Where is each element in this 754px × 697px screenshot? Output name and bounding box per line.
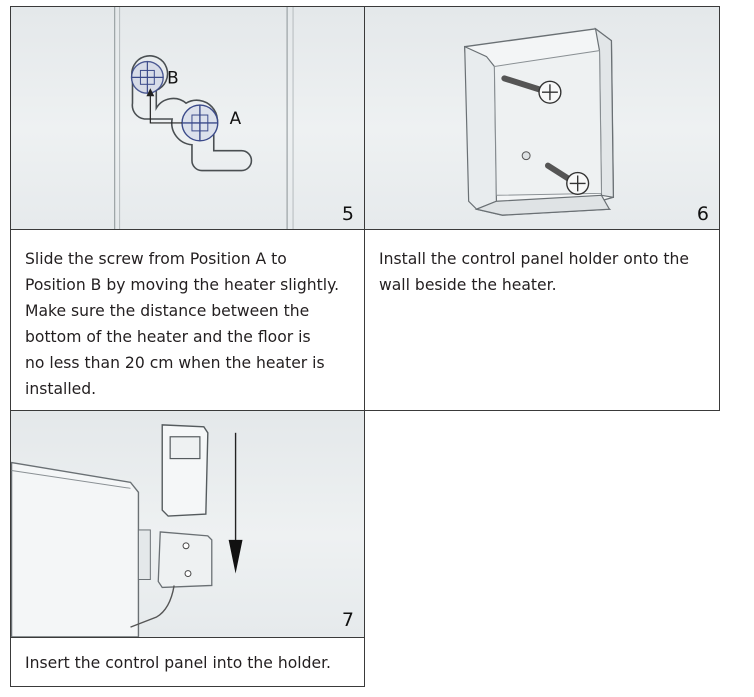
- step-number: 5: [341, 203, 354, 225]
- holder-on-wall-diagram: [463, 27, 615, 216]
- instruction-line: no less than 20 cm when the heater is: [25, 354, 325, 372]
- label-position-b: B: [167, 67, 179, 87]
- label-position-a: A: [230, 108, 242, 128]
- step-7-illustration: 7: [10, 410, 365, 638]
- instruction-line: Position B by moving the heater slightly…: [25, 276, 340, 294]
- instruction-line: installed.: [25, 380, 97, 398]
- step-6-illustration: 6: [364, 6, 720, 230]
- step-7-instructions: Insert the control panel into the holder…: [10, 637, 365, 687]
- step-6-instructions: Install the control panel holder onto th…: [364, 229, 720, 411]
- screw-slot-diagram: B A: [114, 7, 294, 229]
- step-number: 6: [696, 203, 709, 225]
- instruction-line: Insert the control panel into the holder…: [25, 654, 332, 672]
- step-number: 7: [341, 609, 354, 631]
- step-5-instructions: Slide the screw from Position A to Posit…: [10, 229, 365, 411]
- step-5-illustration: B A 5: [10, 6, 365, 230]
- instruction-line: Slide the screw from Position A to: [25, 250, 287, 268]
- instruction-line: wall beside the heater.: [379, 276, 557, 294]
- insert-panel-diagram: [11, 424, 243, 637]
- instruction-line: Install the control panel holder onto th…: [379, 250, 689, 268]
- instruction-line: Make sure the distance between the: [25, 302, 310, 320]
- instruction-line: bottom of the heater and the floor is: [25, 328, 311, 346]
